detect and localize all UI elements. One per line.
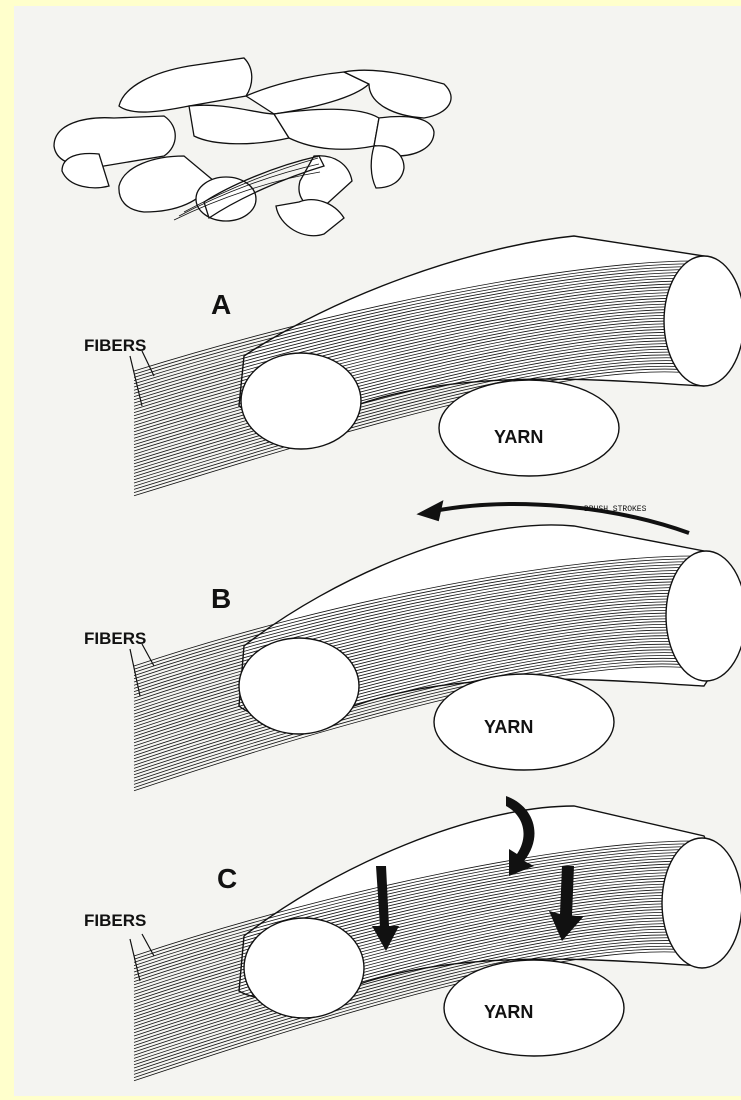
panel-a-yarn-label: YARN xyxy=(494,427,543,447)
panel-a-fibers-label: FIBERS xyxy=(84,336,146,355)
panel-a-strands xyxy=(134,236,741,496)
panel-b-yarn-label: YARN xyxy=(484,717,533,737)
panel-c-yarn-label: YARN xyxy=(484,1002,533,1022)
fiber-diagram: A FIBERS YARN B FIBERS YARN BRUSH STROKE… xyxy=(14,6,741,1096)
panel-c-fibers-label: FIBERS xyxy=(84,911,146,930)
panel-b-strands xyxy=(134,525,741,791)
panel-c-letter: C xyxy=(217,863,237,894)
panel-a-letter: A xyxy=(211,289,231,320)
illustration-page: A FIBERS YARN B FIBERS YARN BRUSH STROKE… xyxy=(14,6,741,1096)
panel-c-strands xyxy=(134,796,741,1081)
brush-strokes-label: BRUSH STROKES xyxy=(584,505,647,514)
panel-b-letter: B xyxy=(211,583,231,614)
panel-b-fibers-label: FIBERS xyxy=(84,629,146,648)
woven-fabric-sketch xyxy=(54,58,451,236)
